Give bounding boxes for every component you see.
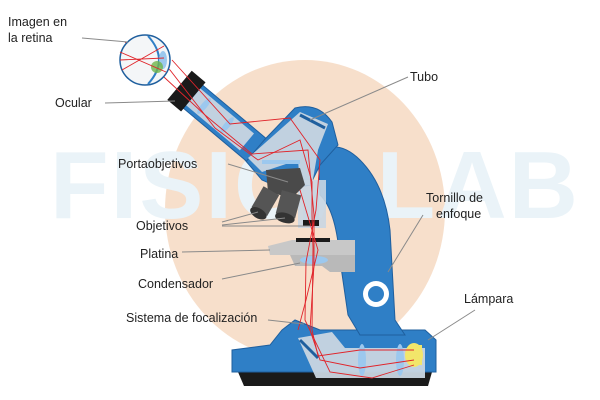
base-lens-1 [358, 344, 366, 376]
head-mirror [299, 113, 326, 130]
light-rays [124, 41, 415, 379]
label-condensador: Condensador [138, 277, 213, 291]
leader-lampara [427, 309, 476, 341]
label-portaobjetivos: Portaobjetivos [118, 157, 197, 171]
label-tornillo-2: enfoque [436, 207, 481, 221]
leader-platina [181, 249, 271, 253]
objective-left [250, 186, 280, 220]
leader-imagen-retina [81, 37, 129, 43]
leader-portaobjetivos [227, 163, 289, 183]
label-imagen-retina-2: la retina [8, 31, 53, 45]
leader-sistema [267, 319, 305, 325]
label-ocular: Ocular [55, 96, 92, 110]
leader-condensador [221, 262, 301, 280]
leader-objetivos-1 [221, 211, 259, 223]
label-tornillo-1: Tornillo de [426, 191, 483, 205]
focus-knob-center [368, 286, 384, 302]
leader-tornillo [387, 214, 424, 273]
eye-illustration [119, 34, 171, 86]
label-lampara: Lámpara [464, 292, 513, 306]
stage-platina [268, 240, 355, 255]
base-lens-2 [396, 344, 404, 376]
label-imagen-retina-1: Imagen en [8, 15, 67, 29]
nosepiece [266, 168, 305, 198]
label-platina: Platina [140, 247, 178, 261]
leader-objetivos-2 [221, 217, 286, 226]
base-mirror [298, 338, 320, 360]
lamp-bulb [415, 345, 422, 365]
label-tubo: Tubo [410, 70, 438, 84]
leader-tubo [309, 76, 409, 121]
label-sistema: Sistema de focalización [126, 311, 257, 325]
leader-ocular [104, 100, 176, 104]
label-objetivos: Objetivos [136, 219, 188, 233]
